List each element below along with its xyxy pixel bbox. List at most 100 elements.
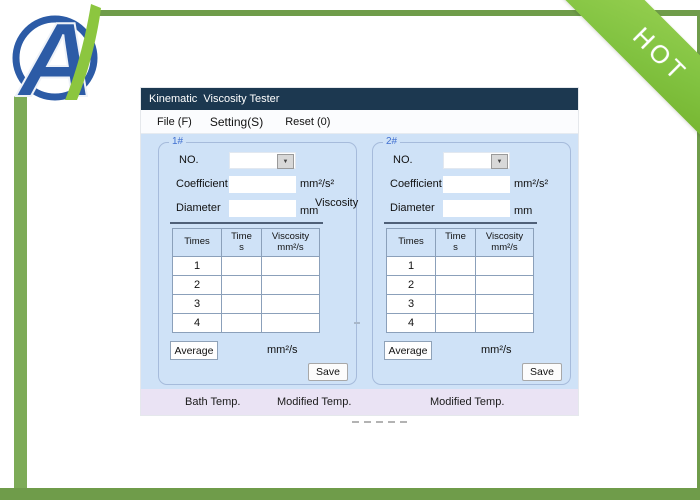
diameter-input[interactable] [443, 200, 510, 217]
divider-dash [354, 322, 360, 324]
header-visc-line1: Viscosity [271, 230, 310, 242]
time-cell [435, 313, 476, 333]
panel-2: 2# NO. ▼ Coefficient mm²/s² Diameter mm … [372, 136, 571, 385]
section-separator [170, 222, 323, 224]
panel-1-group-label: 1# [169, 136, 187, 148]
main-area: 1# NO. ▼ Coefficient mm²/s² Diameter mm … [141, 134, 578, 389]
viscosity-cell [475, 313, 534, 333]
pagination-dashes [352, 421, 407, 423]
time-cell [435, 275, 476, 295]
header-time-s: Time s [435, 228, 476, 257]
menu-item-file[interactable]: File (F) [157, 115, 192, 128]
header-time-line1: Time [445, 230, 466, 242]
app-window: Kinematic Viscosity Tester File (F) Sett… [141, 88, 578, 415]
bath-temp-label: Bath Temp. [185, 396, 241, 408]
table-row: 2 [386, 275, 534, 295]
viscosity-label: Viscosity [315, 197, 359, 209]
logo-circle [12, 15, 98, 101]
pagination-dash [400, 421, 407, 423]
no-combobox[interactable]: ▼ [443, 152, 510, 169]
measurement-table: Times Time s Viscosity mm²/s 1 [172, 228, 320, 333]
header-visc-line1: Viscosity [485, 230, 524, 242]
times-cell: 2 [172, 275, 222, 295]
section-separator [384, 222, 537, 224]
viscosity-cell [475, 256, 534, 276]
menu-item-reset[interactable]: Reset (0) [285, 115, 331, 128]
table-header-row: Times Time s Viscosity mm²/s [386, 228, 534, 257]
viscosity-cell [261, 294, 320, 314]
page-frame-left [14, 96, 27, 488]
header-times: Times [386, 228, 436, 257]
logo-leaf-icon [65, 4, 101, 100]
modified-temp-label-left: Modified Temp. [277, 396, 352, 408]
coefficient-label: Coefficient [176, 178, 228, 190]
window-title: Kinematic Viscosity Tester [149, 93, 280, 105]
modified-temp-label-right: Modified Temp. [430, 396, 505, 408]
diameter-unit: mm [514, 205, 533, 217]
times-cell: 3 [386, 294, 436, 314]
panel-1: 1# NO. ▼ Coefficient mm²/s² Diameter mm … [158, 136, 359, 385]
hot-ribbon: HOT [548, 0, 700, 167]
pagination-dash [364, 421, 371, 423]
menu-item-setting[interactable]: Setting(S) [209, 114, 264, 129]
no-label: NO. [393, 154, 413, 166]
viscosity-cell [475, 294, 534, 314]
measurement-table: Times Time s Viscosity mm²/s 1 [386, 228, 534, 333]
average-button[interactable]: Average [170, 341, 218, 360]
titlebar: Kinematic Viscosity Tester [141, 88, 578, 110]
dropdown-arrow-icon[interactable]: ▼ [277, 154, 294, 169]
table-row: 1 [172, 256, 320, 276]
pagination-dash [352, 421, 359, 423]
footer-strip: Bath Temp. Modified Temp. Modified Temp. [141, 389, 578, 415]
viscosity-cell [475, 275, 534, 295]
header-viscosity: Viscosity mm²/s [475, 228, 534, 257]
header-time-line2: s [453, 241, 458, 253]
times-cell: 1 [172, 256, 222, 276]
time-cell [221, 256, 262, 276]
header-visc-line2: mm²/s [491, 241, 518, 253]
times-cell: 4 [386, 313, 436, 333]
times-cell: 2 [386, 275, 436, 295]
header-times: Times [172, 228, 222, 257]
header-time-line1: Time [231, 230, 252, 242]
hot-ribbon-label: HOT [627, 21, 694, 88]
viscosity-cell [261, 256, 320, 276]
page-frame-bottom [0, 488, 700, 500]
dropdown-arrow-icon[interactable]: ▼ [491, 154, 508, 169]
diameter-unit: mm [300, 205, 319, 217]
diameter-label: Diameter [390, 202, 435, 214]
average-button[interactable]: Average [384, 341, 432, 360]
brand-logo: A [12, 0, 101, 104]
pagination-dash [388, 421, 395, 423]
time-cell [221, 275, 262, 295]
save-button[interactable]: Save [308, 363, 348, 381]
coefficient-input[interactable] [229, 176, 296, 193]
diameter-label: Diameter [176, 202, 221, 214]
times-cell: 1 [386, 256, 436, 276]
table-row: 1 [386, 256, 534, 276]
time-cell [221, 294, 262, 314]
no-label: NO. [179, 154, 199, 166]
coefficient-input[interactable] [443, 176, 510, 193]
time-cell [435, 256, 476, 276]
hot-ribbon-wrap: HOT [530, 0, 700, 170]
panel-2-group-label: 2# [383, 136, 401, 148]
save-button[interactable]: Save [522, 363, 562, 381]
viscosity-cell [261, 313, 320, 333]
table-row: 3 [386, 294, 534, 314]
result-unit: mm²/s [267, 344, 298, 356]
header-visc-line2: mm²/s [277, 241, 304, 253]
times-cell: 4 [172, 313, 222, 333]
time-cell [435, 294, 476, 314]
diameter-input[interactable] [229, 200, 296, 217]
table-row: 2 [172, 275, 320, 295]
result-unit: mm²/s [481, 344, 512, 356]
header-viscosity: Viscosity mm²/s [261, 228, 320, 257]
table-row: 3 [172, 294, 320, 314]
table-header-row: Times Time s Viscosity mm²/s [172, 228, 320, 257]
header-time-s: Time s [221, 228, 262, 257]
menubar: File (F) Setting(S) Reset (0) [141, 110, 578, 134]
no-combobox[interactable]: ▼ [229, 152, 296, 169]
table-row: 4 [172, 313, 320, 333]
page-frame-right [697, 10, 700, 488]
